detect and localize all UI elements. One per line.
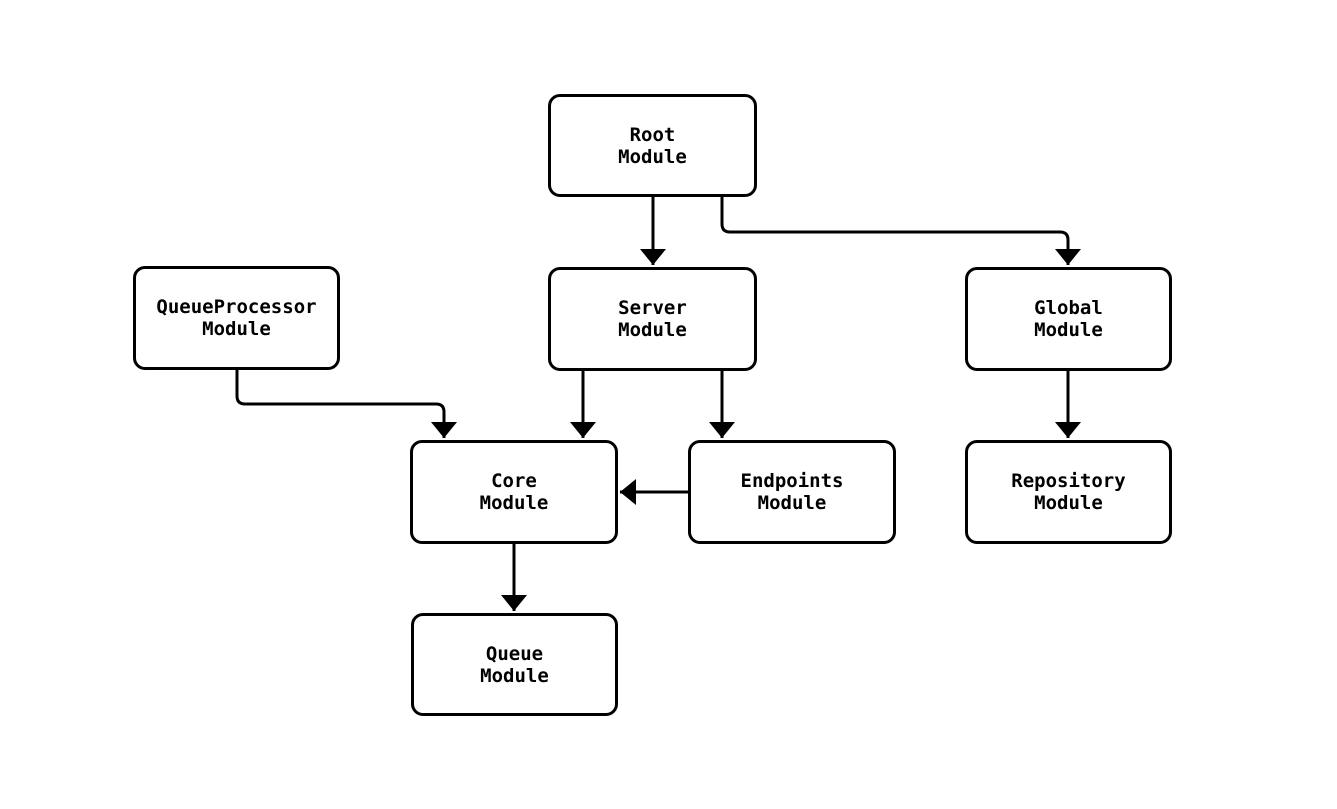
node-server-module: Server Module <box>548 267 757 371</box>
node-endpoints-module: Endpoints Module <box>688 440 896 544</box>
node-label-line: Module <box>479 492 549 514</box>
node-core-module: Core Module <box>410 440 618 544</box>
node-label-line: Queue <box>485 642 544 665</box>
edge-root-to-global <box>720 197 1081 265</box>
node-root-module: Root Module <box>548 94 757 197</box>
node-queueprocessor-module: QueueProcessor Module <box>133 266 340 370</box>
node-label-line: Server <box>618 297 687 319</box>
node-label-line: Global <box>1034 297 1103 319</box>
node-label-line: Module <box>618 319 687 341</box>
node-label-line: Module <box>1034 492 1103 514</box>
node-label-line: Module <box>757 492 827 514</box>
node-label-line: Endpoints <box>740 470 844 492</box>
node-global-module: Global Module <box>965 267 1172 371</box>
node-label-line: Module <box>1034 319 1103 341</box>
node-label-line: Root <box>629 123 676 146</box>
node-label-line: Module <box>480 664 549 687</box>
node-label-line: Core <box>491 470 537 492</box>
node-queue-module: Queue Module <box>411 613 618 716</box>
edge-queueprocessor-to-core <box>235 369 457 438</box>
node-label-line: Module <box>618 145 687 168</box>
node-label-line: QueueProcessor <box>156 296 317 318</box>
node-label-line: Module <box>202 318 271 340</box>
node-repository-module: Repository Module <box>965 440 1172 544</box>
node-label-line: Repository <box>1011 470 1126 492</box>
